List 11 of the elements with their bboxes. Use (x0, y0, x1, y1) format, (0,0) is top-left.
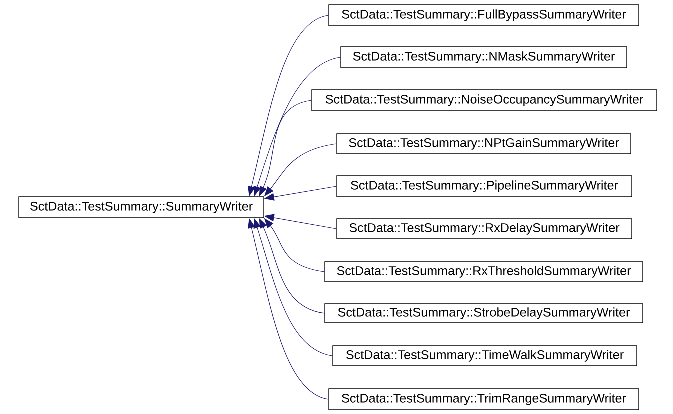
class-box: SctData::TestSummary::NoiseOccupancySummaryWriter (312, 90, 658, 112)
class-box: SctData::TestSummary::RxThresholdSummaryWriter (324, 262, 644, 282)
class-box: SctData::TestSummary::StrobeDelaySummaryWriter (324, 304, 644, 324)
class-box: SctData::TestSummary::PipelineSummaryWriter (336, 176, 632, 198)
class-box: SctData::TestSummary::NMaskSummaryWriter (340, 46, 628, 68)
class-box: SctData::TestSummary::NPtGainSummaryWriter (336, 134, 632, 154)
class-box: SctData::TestSummary::TrimRangeSummaryWriter (328, 388, 640, 410)
class-box: SctData::TestSummary::SummaryWriter (18, 196, 264, 218)
class-box: SctData::TestSummary::FullBypassSummaryWriter (328, 4, 640, 26)
class-box: SctData::TestSummary::TimeWalkSummaryWriter (332, 346, 638, 366)
class-box: SctData::TestSummary::RxDelaySummaryWriter (336, 218, 632, 240)
